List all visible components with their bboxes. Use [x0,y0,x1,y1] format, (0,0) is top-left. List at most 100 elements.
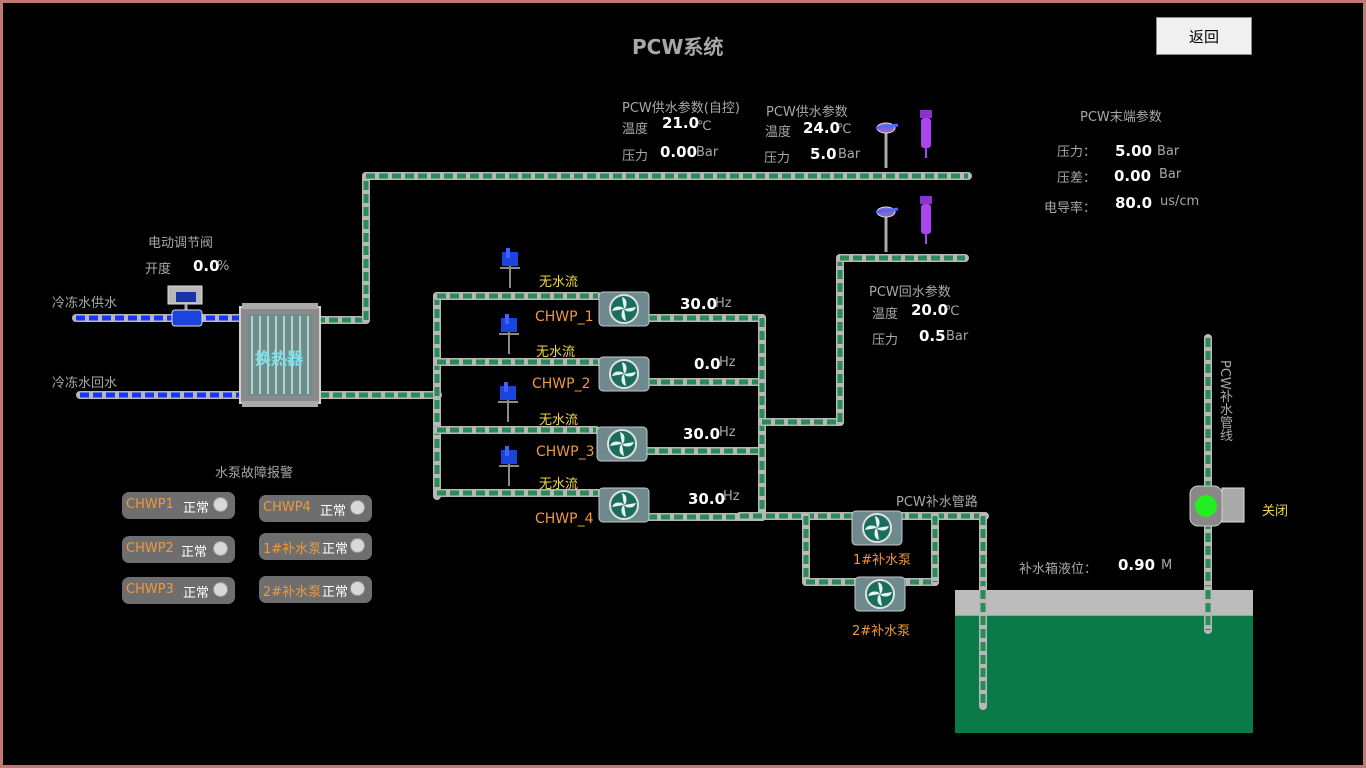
pump4-freq-value: 30.0 [688,490,726,508]
terminal-cond-unit: us/cm [1160,194,1200,209]
tank-level-value: 0.90 [1118,556,1156,574]
flow-switch-icon [497,381,519,423]
supply-temp-unit: ℃ [837,122,852,137]
return-temp-unit: ℃ [945,304,960,319]
makeup-valve-state-icon [1195,495,1217,517]
pump3-name[interactable]: CHWP_3 [536,444,595,460]
valve-opening-unit: % [217,259,230,274]
terminal-diff-unit: Bar [1159,167,1182,182]
pump2-name[interactable]: CHWP_2 [532,376,591,392]
supply-auto-temp-value: 21.0 [662,114,700,132]
alarm-name: CHWP1 [126,497,174,512]
supply-auto-pressure-label: 压力 [622,149,649,164]
tank-level-label: 补水箱液位： [1019,562,1098,577]
pressure-sensor-icon [874,121,900,170]
pump4-name[interactable]: CHWP_4 [535,511,594,527]
alarm-indicator-icon [350,538,365,553]
valve-motor [176,292,196,302]
pressure-sensor-icon [874,205,900,254]
alarm-indicator-icon [350,581,365,596]
alarm-makeup-pump2: 2#补水泵 正常 [259,576,372,603]
alarm-status: 正常 [320,504,347,519]
supply-pressure-label: 压力 [764,151,791,166]
valve-body [171,309,203,327]
alarm-name: CHWP3 [126,582,174,597]
makeup-valve-actuator [1221,487,1245,523]
valve-opening-value: 0.0 [193,257,220,275]
hx-top-cap [242,303,318,309]
pump4-freq-unit: Hz [723,489,740,504]
supply-pressure-unit: Bar [838,147,861,162]
flow-switch-icon [498,313,520,355]
makeup-pump1-label[interactable]: 1#补水泵 [853,553,912,568]
return-pressure-unit: Bar [946,329,969,344]
terminal-cond-value: 80.0 [1115,194,1153,212]
tank-level-unit: M [1161,558,1173,573]
alarm-status: 正常 [322,542,349,557]
filter-icon [920,196,932,244]
pump2-flow-status: 无水流 [536,345,576,360]
supply-auto-pressure-unit: Bar [696,145,719,160]
terminal-diff-label: 压差： [1057,171,1097,186]
pump3-flow-status: 无水流 [539,413,579,428]
return-pressure-label: 压力 [872,333,899,348]
pump1-name[interactable]: CHWP_1 [535,309,594,325]
alarm-makeup-pump1: 1#补水泵 正常 [259,533,372,560]
alarm-chwp2: CHWP2 正常 [122,536,235,563]
makeup-pipe-label: PCW补水管路 [896,495,978,510]
pump1-flow-status: 无水流 [539,275,579,290]
pump-icon [598,291,650,327]
flow-switch-icon [498,445,520,487]
alarm-status: 正常 [183,586,210,601]
hx-bottom-cap [242,401,318,407]
supply-pressure-value: 5.0 [810,145,837,163]
hx-core [248,314,312,396]
alarm-status: 正常 [322,585,349,600]
terminal-cond-label: 电导率： [1044,201,1097,216]
alarm-chwp4: CHWP4 正常 [259,495,372,522]
terminal-pressure-value: 5.00 [1115,142,1153,160]
supply-auto-temp-label: 温度 [622,122,649,137]
return-temp-label: 温度 [872,307,899,322]
chilled-supply-label: 冷冻水供水 [52,296,118,311]
terminal-pressure-label: 压力： [1057,145,1097,160]
alarm-indicator-icon [213,541,228,556]
alarm-status: 正常 [183,501,210,516]
supply-title: PCW供水参数 [766,105,848,120]
back-button[interactable]: 返回 [1156,17,1252,55]
pump3-freq-unit: Hz [719,425,736,440]
alarm-name: 1#补水泵 [263,542,322,557]
alarm-chwp1: CHWP1 正常 [122,492,235,519]
pump-icon [598,487,650,523]
makeup-pump-icon [851,510,903,546]
return-temp-value: 20.0 [911,301,949,319]
alarm-name: CHWP2 [126,541,174,556]
alarm-name: 2#补水泵 [263,585,322,600]
heat-exchanger-label: 换热器 [255,349,304,368]
filter-icon [920,110,932,158]
supply-auto-temp-unit: ℃ [697,119,712,134]
heat-exchanger-icon [239,303,321,407]
page-title: PCW系统 [632,35,724,59]
valve-opening-label: 开度 [145,262,172,277]
pump-icon [596,426,648,462]
terminal-pressure-unit: Bar [1157,144,1180,159]
alarm-panel-title: 水泵故障报警 [215,466,294,481]
makeup-pump2-label[interactable]: 2#补水泵 [852,624,911,639]
pump4-flow-status: 无水流 [539,477,579,492]
supply-temp-value: 24.0 [803,119,841,137]
makeup-line-label: PCW补水管线 [1217,360,1232,442]
pump1-freq-unit: Hz [715,296,732,311]
alarm-indicator-icon [213,497,228,512]
valve-title: 电动调节阀 [148,236,214,251]
alarm-chwp3: CHWP3 正常 [122,577,235,604]
makeup-water-tank [955,586,1253,733]
motorized-valve-icon [167,285,203,327]
supply-auto-pressure-value: 0.00 [660,143,698,161]
pump-icon [598,356,650,392]
terminal-title: PCW末端参数 [1080,110,1162,125]
pump2-freq-value: 0.0 [694,355,721,373]
return-title: PCW回水参数 [869,285,951,300]
makeup-pump-icon [854,576,906,612]
